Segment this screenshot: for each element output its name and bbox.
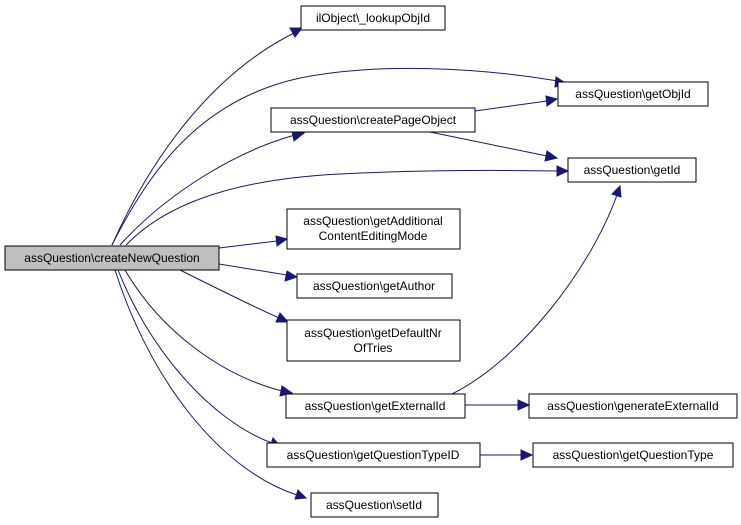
node-label: assQuestion\getObjId (575, 87, 690, 101)
node-get-external-id[interactable]: assQuestion\getExternalId (285, 393, 466, 419)
node-label-line-1: assQuestion\getAdditional (303, 214, 442, 228)
edge-create-page-object-to-get-id (429, 131, 548, 157)
arrowhead (544, 150, 559, 162)
node-get-id[interactable]: assQuestion\getId (567, 157, 697, 183)
node-label-line-1: assQuestion\getDefaultNr (304, 326, 441, 340)
arrowhead (556, 165, 570, 177)
arrowhead (611, 184, 622, 198)
edge-create-new-question-to-get-author (218, 263, 288, 276)
node-get-author[interactable]: assQuestion\getAuthor (296, 273, 453, 299)
node-label: assQuestion\getAuthor (313, 279, 435, 293)
node-generate-external-id[interactable]: assQuestion\generateExternalId (528, 393, 738, 419)
arrowhead (294, 489, 308, 500)
edge-create-new-question-to-create-page-object (119, 134, 296, 246)
node-layer: assQuestion\createNewQuestion ilObject\_… (4, 5, 738, 518)
node-label-line-2: OfTries (354, 341, 393, 355)
node-label: assQuestion\createNewQuestion (24, 251, 199, 265)
arrowhead (275, 235, 289, 247)
arrowhead (520, 449, 534, 461)
node-create-page-object[interactable]: assQuestion\createPageObject (270, 107, 476, 133)
arrowhead (289, 27, 304, 38)
edge-create-new-question-to-get-additional-content-editing-mode (218, 240, 278, 249)
node-label: assQuestion\getQuestionType (553, 448, 714, 462)
edge-create-new-question-to-get-external-id (124, 269, 283, 392)
node-label: ilObject\_lookupObjId (316, 11, 430, 25)
arrowhead (284, 270, 299, 282)
node-get-additional-content-editing-mode[interactable]: assQuestion\getAdditional ContentEditing… (286, 208, 461, 250)
edge-get-external-id-to-get-id (451, 194, 618, 395)
node-get-question-type-id[interactable]: assQuestion\getQuestionTypeID (266, 442, 481, 468)
node-label: assQuestion\getQuestionTypeID (287, 448, 460, 462)
edge-create-new-question-to-get-id (125, 169, 559, 246)
edge-create-new-question-to-lookup-obj-id (111, 32, 295, 246)
edge-create-new-question-to-get-obj-id (111, 67, 559, 246)
node-set-id[interactable]: assQuestion\setId (310, 492, 439, 518)
edge-create-page-object-to-get-obj-id (474, 100, 548, 112)
node-get-obj-id[interactable]: assQuestion\getObjId (557, 81, 709, 107)
arrowhead (275, 312, 290, 323)
node-get-default-nr-of-tries[interactable]: assQuestion\getDefaultNr OfTries (286, 319, 461, 362)
node-label: assQuestion\generateExternalId (547, 399, 718, 413)
node-label: assQuestion\setId (326, 498, 422, 512)
node-lookup-obj-id[interactable]: ilObject\_lookupObjId (300, 5, 446, 31)
node-label-line-2: ContentEditingMode (319, 229, 428, 243)
node-label: assQuestion\createPageObject (290, 113, 457, 127)
node-label: assQuestion\getId (584, 163, 681, 177)
node-get-question-type[interactable]: assQuestion\getQuestionType (532, 442, 734, 468)
edge-create-new-question-to-get-question-type-id (117, 269, 273, 444)
edge-create-new-question-to-get-default-nr-of-tries (179, 269, 280, 319)
arrowhead (545, 95, 559, 107)
node-create-new-question[interactable]: assQuestion\createNewQuestion (4, 245, 220, 271)
node-label: assQuestion\getExternalId (305, 399, 446, 413)
arrowhead (517, 399, 531, 411)
edge-create-new-question-to-set-id (114, 269, 298, 496)
